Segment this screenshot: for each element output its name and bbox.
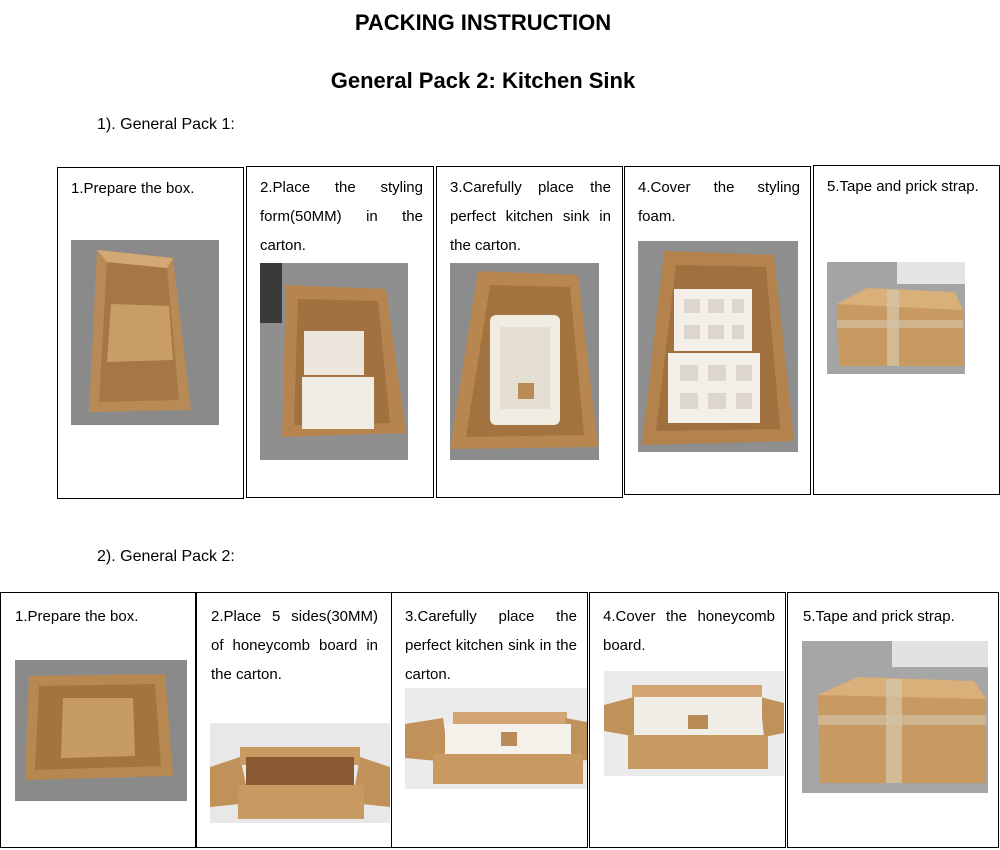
sink-in-open-carton-photo: [405, 688, 587, 789]
step-card-pack1-2: 2.Place the styling form(50MM) in the ca…: [246, 166, 434, 498]
step-caption: 1.Prepare the box.: [71, 180, 195, 197]
step-card-pack2-5: 5.Tape and prick strap.: [787, 592, 999, 848]
step-card-pack1-1: 1.Prepare the box.: [57, 167, 244, 499]
honeycomb-cover-photo: [604, 671, 784, 776]
step-card-pack2-2: 2.Place 5 sides(30MM) of honeycomb board…: [196, 592, 392, 848]
step-card-pack2-3: 3.Carefully place the perfect kitchen si…: [391, 592, 588, 848]
step-caption: 2.Place the styling form(50MM) in the ca…: [260, 179, 423, 254]
step-caption: 3.Carefully place the perfect kitchen si…: [405, 608, 577, 683]
step-card-pack1-4: 4.Cover the styling foam.: [624, 166, 811, 495]
page-subtitle: General Pack 2: Kitchen Sink: [330, 68, 636, 93]
step-caption: 4.Cover the honeycomb board.: [603, 608, 775, 654]
step-card-pack2-1: 1.Prepare the box.: [0, 592, 196, 848]
step-card-pack2-4: 4.Cover the honeycomb board.: [589, 592, 786, 848]
carton-with-foam-photo: [260, 263, 408, 460]
taped-carton-photo: [802, 641, 988, 793]
step-card-pack1-3: 3.Carefully place the perfect kitchen si…: [436, 166, 623, 498]
sink-in-carton-photo: [450, 263, 599, 460]
foam-cover-photo: [638, 241, 798, 452]
empty-carton-photo: [15, 660, 187, 801]
step-caption: 4.Cover the styling foam.: [638, 179, 800, 225]
empty-carton-photo: [71, 240, 219, 425]
section-label-pack-2: 2). General Pack 2:: [97, 548, 235, 565]
step-caption: 1.Prepare the box.: [15, 608, 139, 625]
section-label-pack-1: 1). General Pack 1:: [97, 116, 235, 133]
step-caption: 2.Place 5 sides(30MM) of honeycomb board…: [211, 608, 378, 683]
page-title: PACKING INSTRUCTION: [354, 10, 612, 35]
step-card-pack1-5: 5.Tape and prick strap.: [813, 165, 1000, 495]
honeycomb-carton-photo: [210, 723, 390, 823]
step-caption: 5.Tape and prick strap.: [827, 178, 979, 195]
step-caption: 5.Tape and prick strap.: [803, 608, 955, 625]
step-caption: 3.Carefully place the perfect kitchen si…: [450, 179, 611, 254]
taped-carton-photo: [827, 262, 965, 374]
